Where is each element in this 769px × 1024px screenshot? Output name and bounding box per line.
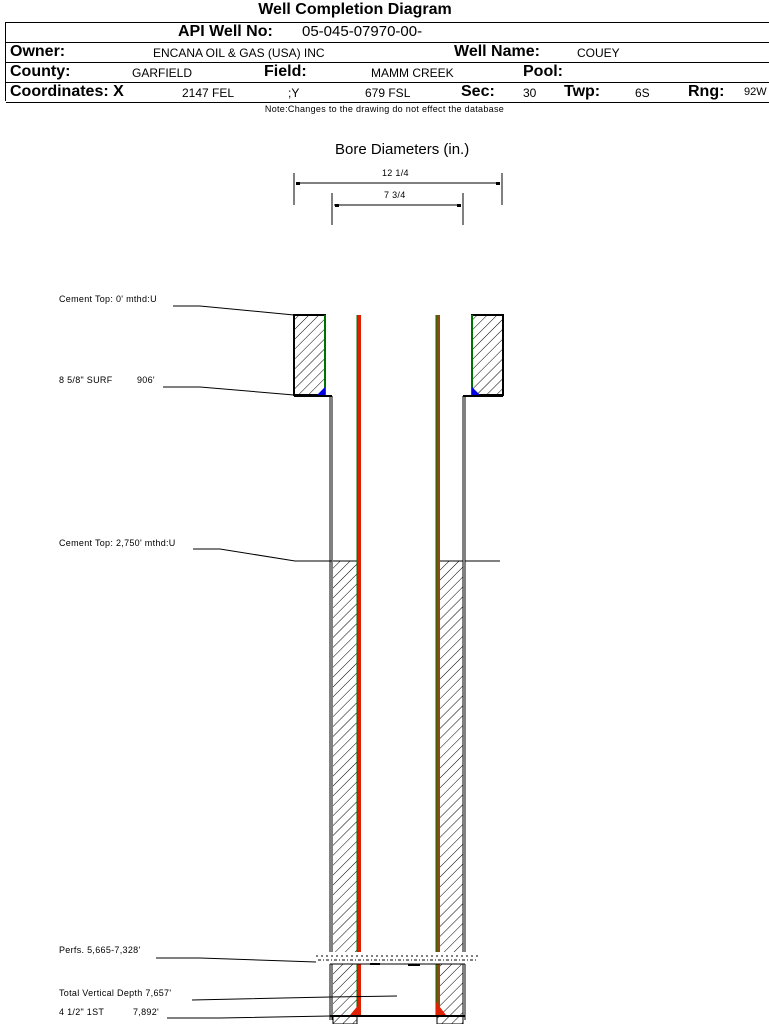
production-casing-depth: 7,892'	[133, 1007, 160, 1017]
pool-label: Pool:	[523, 63, 563, 80]
production-cement-left	[332, 560, 358, 1024]
api-value: 05-045-07970-00-	[302, 23, 423, 40]
surface-cement-right	[471, 314, 504, 396]
borehole-wall-right	[462, 396, 466, 1020]
leader-perforations	[156, 957, 317, 963]
well-name-label: Well Name:	[454, 43, 540, 60]
sec-value: 30	[523, 86, 537, 100]
twp-label: Twp:	[564, 83, 601, 100]
surface-casing-depth: 906'	[137, 375, 155, 385]
production-casing-left	[350, 315, 361, 1015]
coord-y-value: 679 FSL	[365, 86, 411, 100]
leader-production-casing	[167, 1015, 331, 1019]
field-value: MAMM CREEK	[371, 66, 454, 80]
surface-cement-left	[293, 314, 326, 396]
header-row-api: API Well No: 05-045-07970-00-	[6, 23, 769, 43]
owner-value: ENCANA OIL & GAS (USA) INC	[153, 46, 325, 60]
well-name-value: COUEY	[577, 46, 620, 60]
leader-cement-top-surface	[173, 305, 295, 316]
rng-value: 92W	[744, 86, 767, 98]
leader-total-vertical-depth	[191, 995, 398, 1001]
sec-label: Sec:	[461, 83, 495, 100]
total-vertical-depth-label: Total Vertical Depth 7,657'	[59, 988, 172, 998]
borehole-wall-left	[329, 396, 333, 1020]
header-row-owner: Owner: ENCANA OIL & GAS (USA) INC Well N…	[6, 43, 769, 63]
leader-lines	[156, 305, 500, 1019]
database-note: Note:Changes to the drawing do not effec…	[264, 104, 505, 114]
bore-diameter-inner-label: 7 3/4	[384, 190, 406, 200]
leader-cement-top-production	[193, 548, 332, 562]
coord-y-label: ;Y	[288, 86, 300, 100]
bore-dimension-outer	[293, 173, 503, 205]
county-value: GARFIELD	[132, 66, 193, 80]
surface-casing-label: 8 5/8" SURF	[59, 375, 113, 385]
owner-label: Owner:	[10, 43, 66, 60]
cement-top-surface-label: Cement Top: 0' mthd:U	[59, 294, 157, 304]
diagram-title: Well Completion Diagram	[258, 1, 452, 18]
header-row-coordinates: Coordinates: X 2147 FEL ;Y 679 FSL Sec: …	[6, 83, 769, 103]
cement-top-production-label: Cement Top: 2,750' mthd:U	[59, 538, 176, 548]
field-label: Field:	[264, 63, 307, 80]
coord-x-value: 2147 FEL	[182, 86, 235, 100]
production-casing-label: 4 1/2" 1ST	[59, 1007, 105, 1017]
leader-surface-casing	[163, 386, 295, 396]
county-label: County:	[10, 63, 71, 80]
rng-label: Rng:	[688, 83, 725, 100]
coordinates-label: Coordinates: X	[10, 83, 124, 100]
bore-diameter-outer-label: 12 1/4	[382, 168, 409, 178]
production-casing-right	[435, 315, 446, 1015]
api-label: API Well No:	[178, 23, 273, 40]
bore-dimension-inner	[331, 193, 464, 225]
perforation-zone	[316, 952, 481, 966]
well-header-table: API Well No: 05-045-07970-00- Owner: ENC…	[5, 22, 769, 103]
bore-diameters-title: Bore Diameters (in.)	[335, 141, 470, 158]
header-row-county: County: GARFIELD Field: MAMM CREEK Pool:	[6, 63, 769, 83]
twp-value: 6S	[635, 86, 650, 100]
perforations-label: Perfs. 5,665-7,328'	[59, 945, 141, 955]
